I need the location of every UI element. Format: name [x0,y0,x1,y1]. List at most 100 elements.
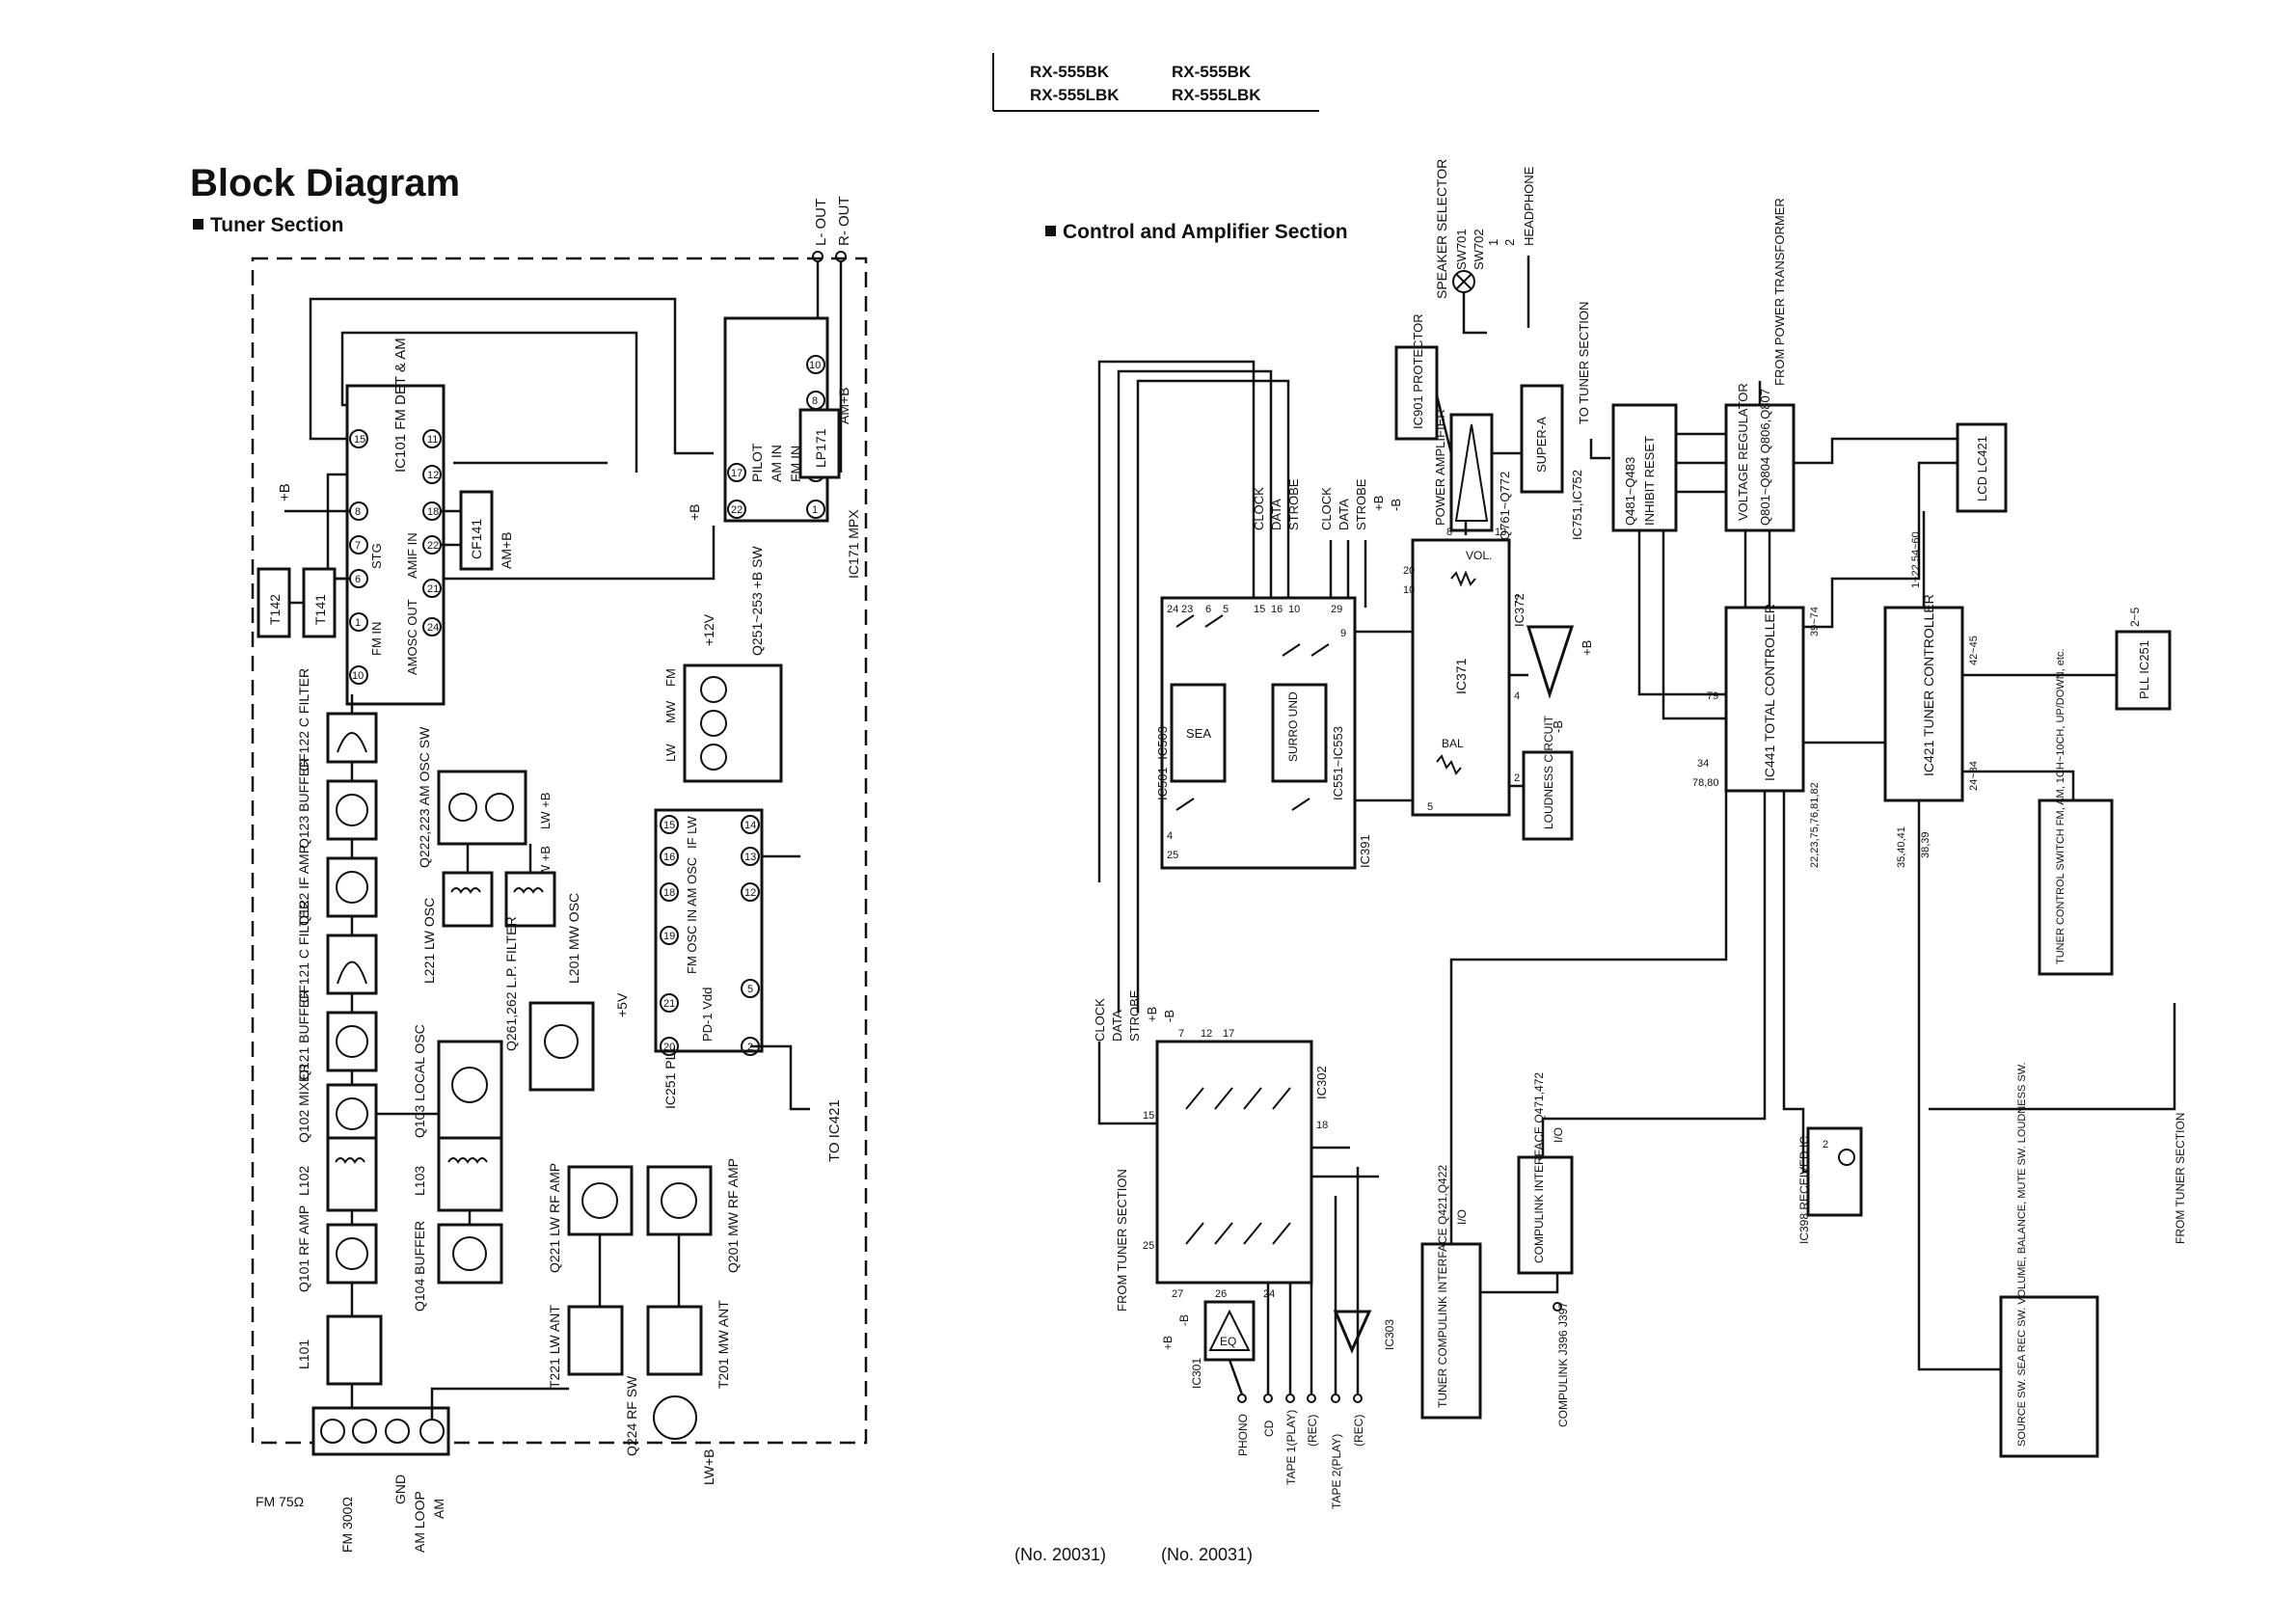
svg-text:(REC): (REC) [1352,1415,1365,1447]
io-label-2: I/O [1552,1127,1565,1143]
svg-text:13: 13 [1495,527,1506,538]
svg-text:7: 7 [1514,594,1520,606]
svg-text:10: 10 [809,360,821,371]
super-a-label: SUPER-A [1534,417,1549,473]
svg-text:9: 9 [1340,628,1346,639]
q104-block [437,1223,503,1285]
lw-b-label: LW +B [538,793,553,829]
q222-label: Q222,223 AM OSC SW [417,726,432,868]
svg-text:STROBE: STROBE [1127,989,1142,1042]
ic398-pin: 2 [1823,1139,1828,1150]
band-lw: LW [663,744,678,762]
svg-text:42~45: 42~45 [1968,636,1980,665]
ic372-triangle [1526,625,1575,699]
sp-pos-2: 2 [1502,239,1517,246]
svg-text:22: 22 [731,504,743,516]
cf122-block [326,712,378,764]
ic551-label: IC551~IC553 [1331,726,1345,800]
tuner-ctrl-sw-block [2038,798,2114,976]
svg-text:6: 6 [1205,604,1211,615]
ic441-block [1724,606,1805,793]
sw702-label: SW702 [1472,229,1486,270]
cf121-label: CF121 C FILTER [296,900,311,1003]
svg-text:21: 21 [663,998,675,1010]
q221-block [567,1165,634,1236]
footer-right: (No. 20031) [1161,1545,1253,1564]
l101-label: L101 [296,1340,311,1369]
svg-text:10: 10 [1403,584,1415,596]
svg-text:4: 4 [1514,690,1520,702]
svg-text:7: 7 [1178,1028,1184,1040]
ic441-pin-labels: 79 39~74 34 78,80 22,23,75,76,81,82 [1692,607,1821,868]
svg-text:7: 7 [355,540,361,552]
tuner-compulink-block [1420,1242,1482,1420]
pll-block [2115,630,2172,711]
lp171-label: LP171 [813,428,828,468]
svg-text:22: 22 [427,540,439,552]
source-sw-block [1999,1295,2099,1458]
control-section-heading: Control and Amplifier Section [1063,221,1348,243]
ic251-pd: PD-1 Vdd [700,988,715,1042]
tuner-compulink-label: TUNER COMPULINK INTERFACE Q421,Q422 [1436,1165,1449,1408]
gnd-label: GND [392,1475,408,1504]
ic371-pin-labels: 8 20 10 7 4 2 5 13 [1403,527,1520,813]
l103-label: L103 [412,1166,427,1196]
model-right-2: RX-555LBK [1172,86,1261,104]
surround-label: SURRO UND [1286,691,1300,762]
svg-text:10: 10 [352,670,364,682]
svg-text:CLOCK: CLOCK [1319,487,1334,530]
pll-pins: 2~5 [2128,607,2142,627]
svg-text:13: 13 [744,852,756,863]
svg-text:STROBE: STROBE [1354,478,1368,530]
svg-text:CLOCK: CLOCK [1093,998,1107,1042]
ic372-label: IC372 [1512,593,1526,627]
model-left-1: RX-555BK [1030,63,1110,81]
svg-text:19: 19 [663,931,675,942]
q222-block [437,770,527,846]
voltage-reg-block [1724,403,1796,532]
from-tuner-label: FROM TUNER SECTION [1115,1169,1129,1312]
svg-text:15: 15 [354,434,365,446]
loudness-block [1522,750,1574,841]
to-ic421-label: TO IC421 [826,1099,843,1162]
sea-label: SEA [1186,726,1211,741]
svg-text:20: 20 [1403,565,1415,577]
svg-text:11: 11 [427,434,438,446]
svg-text:12: 12 [427,470,439,481]
svg-text:1~22,54~60: 1~22,54~60 [1910,531,1922,588]
bal-label: BAL [1442,737,1464,750]
ic251-if-lw: IF LW [685,816,699,849]
cf122-label: CF122 C FILTER [296,668,311,771]
svg-text:20: 20 [663,1042,675,1053]
ic372-minus-b: -B [1551,720,1565,733]
from-power-label: FROM POWER TRANSFORMER [1772,198,1787,386]
tuner-ctrl-sw-label: TUNER CONTROL SWITCH FM, AM, 1CH~10CH, U… [2055,649,2066,964]
svg-text:23: 23 [1181,604,1193,615]
ic171-pin-labels: PILOT [749,443,765,482]
svg-text:+B: +B [1371,496,1386,511]
io-label-1: I/O [1455,1209,1469,1225]
ic101-pin-label-amif: AMIF IN [405,532,419,579]
l101-block [326,1314,383,1386]
power-amp-label: POWER AMPLIFIER [1433,409,1447,526]
q101-label: Q101 RF AMP [296,1205,311,1292]
cf141-label: CF141 [469,519,484,559]
l102-block [326,1136,378,1212]
svg-text:14: 14 [744,820,756,831]
antenna-terminal-strip [311,1406,450,1456]
svg-text:18: 18 [1316,1120,1328,1131]
ic171-am-in: AM IN [769,445,784,482]
ic301-label: IC301 [1190,1358,1203,1389]
super-a-block [1520,384,1564,494]
svg-text:16: 16 [1271,604,1283,615]
ic551-block [1271,683,1328,783]
t142-label: T142 [267,594,283,625]
q801-label: Q801~Q804 Q806,Q807 [1758,389,1772,526]
svg-text:5: 5 [747,984,753,995]
compulink-label: COMPULINK J396 J397 [1556,1302,1570,1427]
svg-text:STROBE: STROBE [1286,478,1301,530]
ic302-pin-labels: 7 12 17 15 18 25 27 26 24 [1143,1028,1328,1300]
svg-text:CLOCK: CLOCK [1252,487,1266,530]
q224-label: Q224 RF SW [624,1375,639,1456]
svg-text:1: 1 [355,617,361,629]
